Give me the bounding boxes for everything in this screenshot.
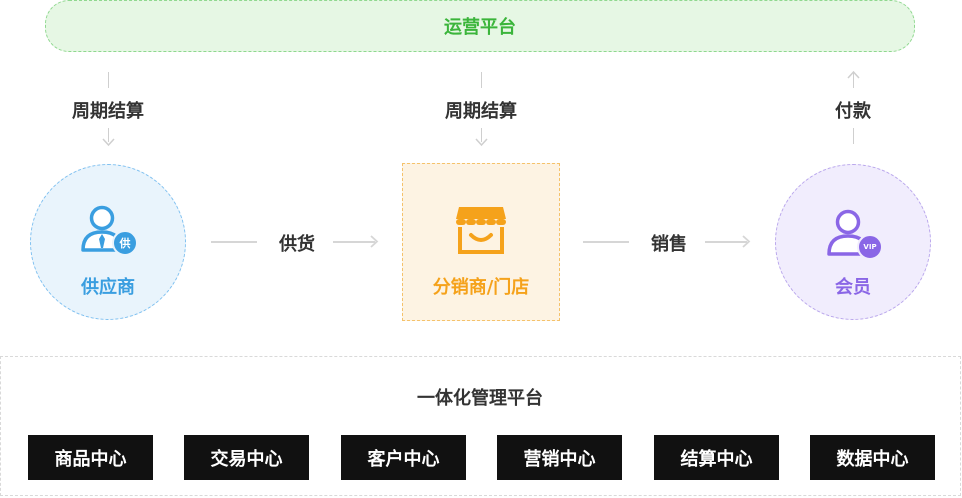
- center-settlement-label: 结算中心: [680, 448, 753, 470]
- center-marketing: 营销中心: [497, 435, 622, 480]
- sales-line-left: [583, 241, 629, 243]
- settlement-line-left-bottom: [108, 128, 109, 142]
- center-customer-label: 客户中心: [367, 448, 440, 470]
- settlement-line-middle-bottom: [481, 128, 482, 142]
- sales-line-right: [705, 241, 747, 243]
- supplier-label: 供应商: [81, 277, 135, 298]
- supply-line-left: [211, 241, 257, 243]
- settlement-line-middle-top: [481, 72, 482, 88]
- supply-line-right: [333, 241, 375, 243]
- supplier-badge-text: 供: [119, 237, 131, 250]
- supplier-badge: 供: [112, 230, 138, 256]
- payment-line-top: [853, 72, 854, 88]
- store-icon: [456, 207, 506, 254]
- center-trade: 交易中心: [184, 435, 309, 480]
- management-platform-title: 一体化管理平台: [417, 388, 543, 409]
- center-data: 数据中心: [810, 435, 935, 480]
- arrow-down-icon: [102, 138, 115, 147]
- arrow-right-icon: [742, 235, 751, 248]
- operations-platform-bar: 运营平台: [45, 0, 915, 52]
- member-label: 会员: [835, 277, 871, 298]
- center-marketing-label: 营销中心: [523, 448, 596, 470]
- supplier-person-icon: [81, 205, 123, 252]
- sales-label: 销售: [651, 234, 687, 255]
- store-label: 分销商/门店: [432, 277, 530, 298]
- settlement-label-middle: 周期结算: [445, 101, 517, 122]
- arrow-down-icon: [475, 138, 488, 147]
- vip-badge-icon: VIP: [857, 234, 883, 260]
- center-trade-label: 交易中心: [210, 448, 283, 470]
- management-platform-box: [0, 356, 961, 496]
- center-product-label: 商品中心: [54, 448, 127, 470]
- center-data-label: 数据中心: [836, 448, 909, 470]
- supply-label: 供货: [279, 234, 315, 255]
- arrow-right-icon: [370, 235, 379, 248]
- payment-line-bottom: [853, 128, 854, 144]
- settlement-label-left: 周期结算: [72, 101, 144, 122]
- center-product: 商品中心: [28, 435, 153, 480]
- member-badge-text: VIP: [863, 243, 877, 251]
- center-settlement: 结算中心: [654, 435, 779, 480]
- operations-platform-label: 运营平台: [444, 17, 516, 38]
- settlement-line-left-top: [108, 72, 109, 88]
- payment-label: 付款: [835, 101, 871, 122]
- center-customer: 客户中心: [341, 435, 466, 480]
